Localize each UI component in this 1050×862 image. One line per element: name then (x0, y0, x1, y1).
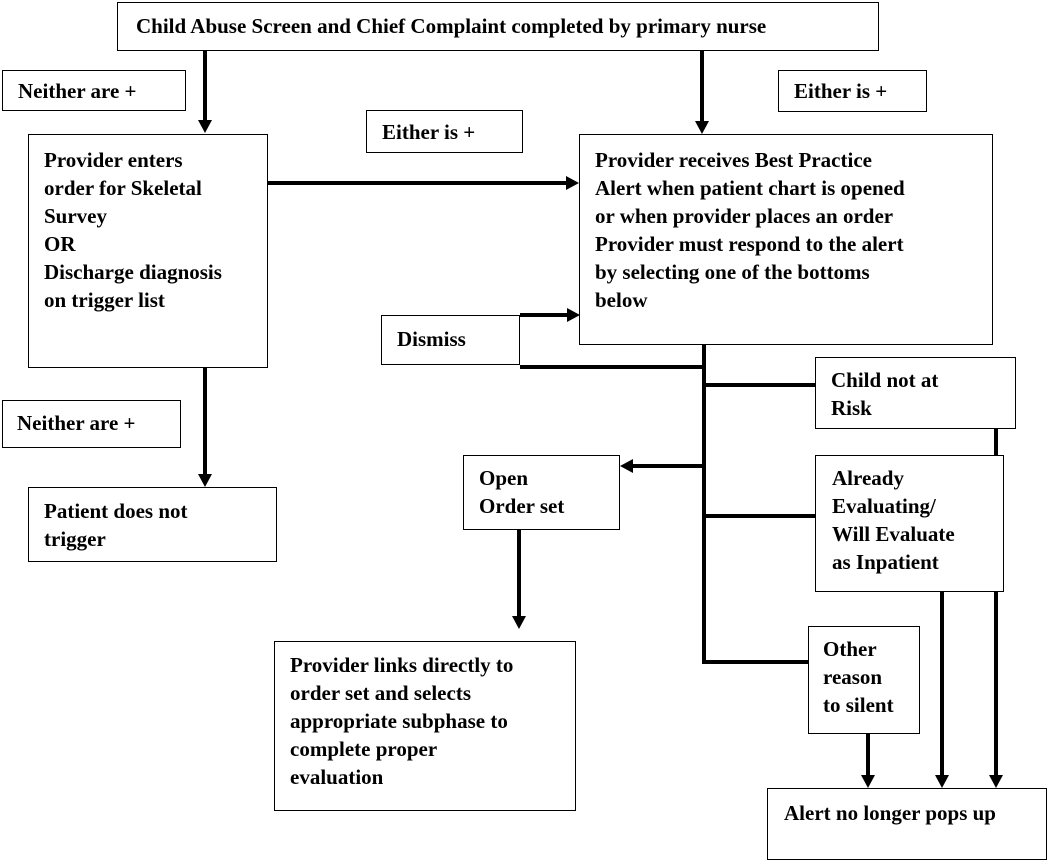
arrow-provider-enters-to-alert (268, 176, 579, 190)
label-neither-bottom: Neither are + (2, 400, 181, 448)
arrow-open-order-set-to-provider-links (512, 530, 526, 629)
node-child-not-at-risk: Child not at Risk (815, 357, 1016, 429)
node-provider-enters: Provider enters order for Skeletal Surve… (28, 134, 268, 368)
arrow-dismiss-to-alert (520, 308, 580, 322)
node-other-reason: Other reason to silent (808, 626, 920, 734)
node-dismiss: Dismiss (381, 315, 520, 365)
label-neither-top: Neither are + (2, 70, 186, 111)
node-open-order-set: Open Order set (463, 455, 620, 530)
node-best-practice-alert: Provider receives Best Practice Alert wh… (579, 134, 993, 345)
label-either-middle: Either is + (366, 110, 523, 153)
node-patient-does-not-trigger: Patient does not trigger (28, 487, 277, 562)
arrow-provider-enters-to-not-trigger (198, 368, 212, 487)
node-provider-links: Provider links directly to order set and… (274, 641, 576, 811)
node-start: Child Abuse Screen and Chief Complaint c… (117, 2, 879, 51)
label-either-top: Either is + (778, 70, 927, 112)
arrow-start-to-provider-enters (198, 50, 212, 133)
node-alert-no-longer-pops: Alert no longer pops up (767, 788, 1047, 860)
arrow-to-open-order-set (620, 459, 704, 473)
arrow-other-reason-to-no-longer-pops (861, 734, 875, 788)
arrow-already-evaluating-to-no-longer-pops (935, 592, 949, 788)
arrow-start-to-alert (695, 50, 709, 134)
node-already-evaluating: Already Evaluating/ Will Evaluate as Inp… (815, 455, 1004, 592)
